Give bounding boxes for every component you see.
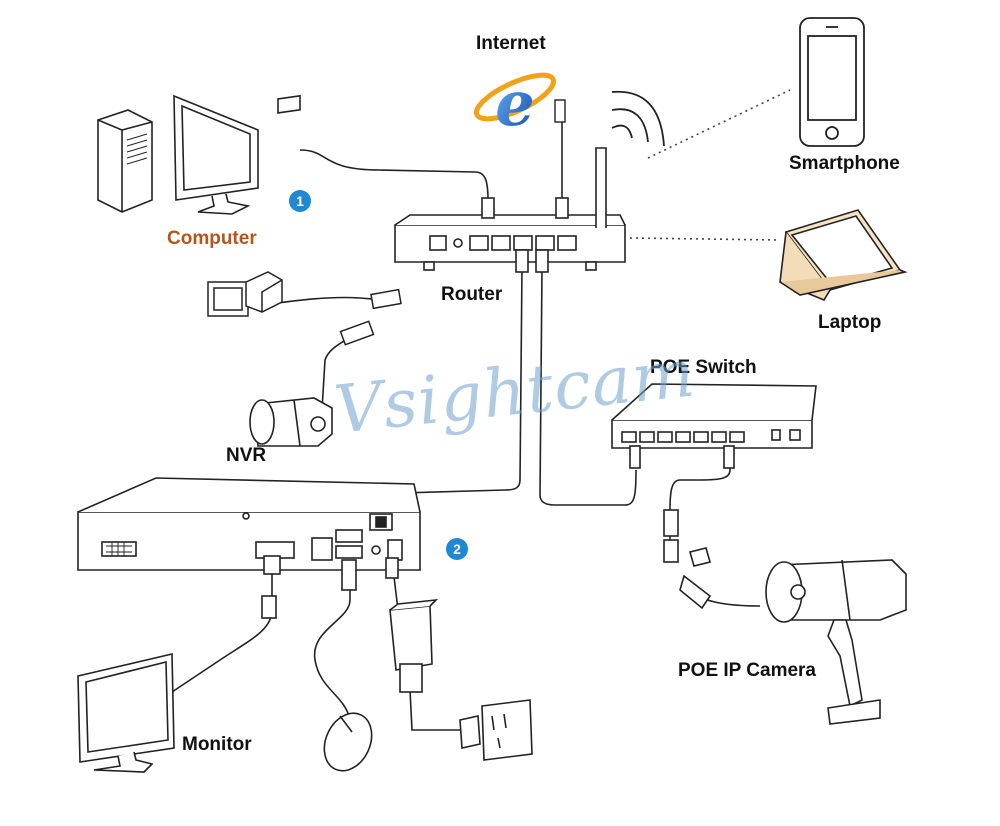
cable-vga-monitor	[159, 570, 273, 701]
smartphone-icon	[799, 17, 865, 147]
power-adapter-icon	[207, 271, 402, 346]
nvr-label: NVR	[226, 445, 267, 466]
cable-power-plug	[409, 689, 460, 731]
bullet-camera-icon	[249, 397, 333, 447]
step-badge-1: 1	[289, 190, 311, 212]
internet-icon: e	[473, 67, 566, 140]
internet-label: Internet	[476, 33, 546, 54]
step-badge-2: 2	[446, 538, 468, 560]
monitor-label: Monitor	[182, 734, 252, 755]
computer-icon	[97, 94, 301, 215]
cable-mouse	[313, 575, 351, 721]
cable-switch-camera	[669, 448, 731, 560]
computer-label: Computer	[167, 228, 257, 249]
nvr-recorder-icon	[77, 477, 421, 591]
router-label: Router	[441, 284, 503, 305]
cable-router-poe-switch	[539, 267, 637, 506]
monitor-icon	[77, 595, 277, 773]
router-icon	[394, 147, 626, 273]
cable-computer-router	[299, 149, 489, 225]
svg-text:e: e	[495, 67, 534, 140]
smartphone-label: Smartphone	[789, 153, 900, 174]
wireless-links	[629, 89, 791, 241]
mouse-icon	[323, 712, 373, 772]
poe-switch-label: POE Switch	[650, 357, 757, 378]
power-supply-icon	[389, 598, 533, 761]
poe-switch-icon	[611, 383, 817, 469]
poe-ip-camera-icon	[663, 509, 907, 725]
wifi-signal-icon	[611, 90, 665, 147]
laptop-icon	[779, 209, 908, 302]
laptop-label: Laptop	[818, 312, 882, 333]
poe-ip-camera-label: POE IP Camera	[678, 660, 817, 681]
